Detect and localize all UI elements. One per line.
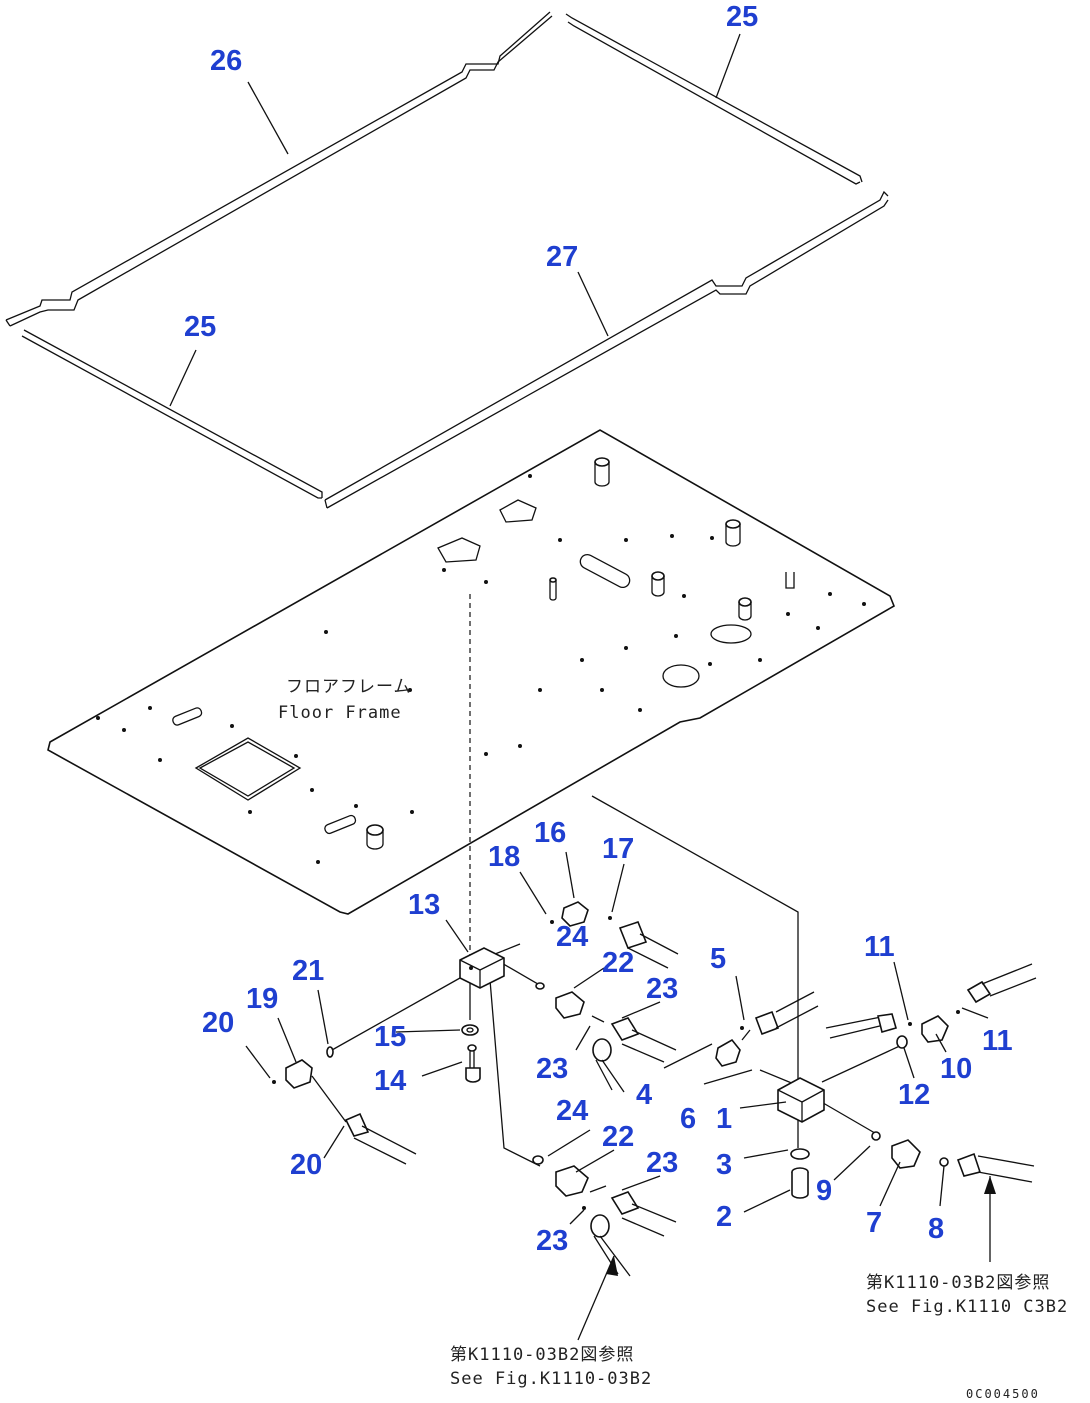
ref-arrow-left: [577, 1255, 618, 1341]
callout-17: 17: [602, 833, 634, 865]
reference-note-right-jp: 第K1110-03B2図参照: [866, 1273, 1050, 1293]
fitting-6: [715, 1038, 741, 1067]
callout-24-upper: 24: [556, 921, 588, 953]
callout-7: 7: [866, 1207, 882, 1239]
seal-strip-25-left: [21, 329, 323, 499]
seal-strip-25-top: [565, 13, 863, 185]
hose-8: [939, 1152, 1035, 1183]
callout-21: 21: [292, 955, 324, 987]
seal-strip-27: [324, 190, 889, 509]
fitting-22-upper: [535, 982, 585, 1019]
callout-19: 19: [246, 983, 278, 1015]
reference-note-left-en: See Fig.K1110-03B2: [450, 1369, 652, 1389]
callout-22-lower: 22: [602, 1121, 634, 1153]
callout-leaders: [169, 33, 989, 1225]
callout-26: 26: [210, 45, 242, 77]
callout-3: 3: [716, 1149, 732, 1181]
callout-12: 12: [898, 1079, 930, 1111]
callout-23-upper-left: 23: [536, 1053, 568, 1085]
callout-10: 10: [940, 1053, 972, 1085]
hose-17: [608, 916, 679, 969]
callout-22-upper: 22: [602, 947, 634, 979]
oring-21: [326, 1046, 334, 1058]
hose-11-left: [825, 1013, 897, 1039]
washer-15: [461, 1024, 479, 1036]
callout-16: 16: [534, 817, 566, 849]
hose-23-upper: [592, 1017, 677, 1093]
callout-11-right: 11: [982, 1025, 1013, 1057]
callout-2: 2: [716, 1201, 732, 1233]
callout-24-lower: 24: [556, 1095, 588, 1127]
callout-13: 13: [408, 889, 440, 921]
callout-23-lower-left: 23: [536, 1225, 568, 1257]
floor-frame-label-jp: フロアフレーム: [286, 677, 412, 697]
callout-20-left: 20: [202, 1007, 234, 1039]
fitting-7: [871, 1131, 921, 1169]
reference-note-right-en: See Fig.K1110 C3B2: [866, 1297, 1068, 1317]
fitting-19: [272, 1059, 313, 1089]
callout-5: 5: [710, 943, 726, 975]
reference-note-right: 第K1110-03B2図参照 See Fig.K1110 C3B2: [866, 1273, 1068, 1317]
hose-11-right: [966, 963, 1037, 1004]
callout-27: 27: [546, 241, 578, 273]
callout-numbers: 26 25 27 25 13 18 16 17 24 22 23 23 4 21…: [184, 1, 1013, 1257]
oring-12: [896, 1035, 908, 1049]
junction-block-1: [777, 1077, 825, 1123]
callout-6: 6: [680, 1103, 696, 1135]
junction-block-13: [459, 947, 505, 989]
bolt-14: [465, 1044, 481, 1083]
callout-23-lower-right: 23: [646, 1147, 678, 1179]
callout-14: 14: [374, 1065, 406, 1097]
callout-23-upper-right: 23: [646, 973, 678, 1005]
floor-frame-plate: フロアフレーム Floor Frame: [47, 429, 896, 915]
callout-9: 9: [816, 1175, 832, 1207]
seal-strip-26: [5, 11, 553, 327]
callout-4: 4: [636, 1079, 652, 1111]
fitting-16: [550, 901, 589, 927]
fitting-5: [740, 991, 819, 1036]
callout-8: 8: [928, 1213, 944, 1245]
callout-20-bottom: 20: [290, 1149, 322, 1181]
fitting-22-lower: [555, 1165, 589, 1197]
hose-23-lower: [582, 1191, 677, 1277]
callout-11-top: 11: [864, 931, 895, 963]
floor-frame-label-en: Floor Frame: [278, 703, 402, 723]
callout-15: 15: [374, 1021, 406, 1053]
callout-25-left: 25: [184, 311, 216, 343]
washer-3: [790, 1148, 810, 1160]
bolt-2: [791, 1167, 809, 1199]
drawing-code: 0C004500: [966, 1387, 1040, 1401]
fitting-10: [908, 1010, 960, 1043]
callout-25-top: 25: [726, 1, 758, 33]
reference-note-left: 第K1110-03B2図参照 See Fig.K1110-03B2: [450, 1345, 652, 1389]
ref-arrow-right: [984, 1176, 996, 1262]
fitting-24-lower: [532, 1155, 544, 1165]
hose-20: [344, 1112, 417, 1165]
reference-note-left-jp: 第K1110-03B2図参照: [450, 1345, 634, 1365]
callout-1: 1: [716, 1103, 732, 1135]
callout-18: 18: [488, 841, 520, 873]
